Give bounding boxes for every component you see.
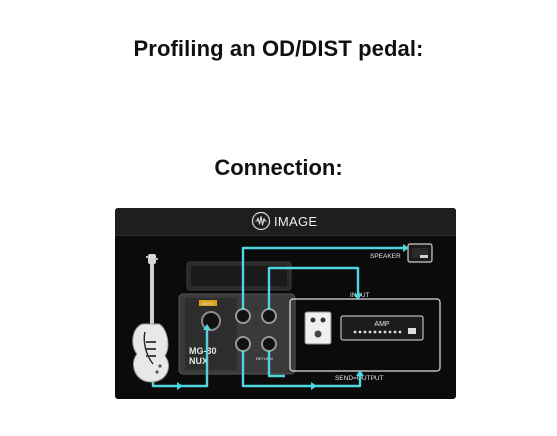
speaker-icon bbox=[407, 243, 433, 263]
amp-icon: AMP bbox=[340, 315, 424, 341]
cable-arrows bbox=[177, 244, 409, 390]
guitar-icon bbox=[132, 254, 169, 383]
image-panel-header: IMAGE bbox=[115, 208, 456, 236]
device-model-label: MG-30 bbox=[189, 346, 217, 356]
loop-box bbox=[289, 298, 441, 372]
connection-diagram: INPUT MG-30 NUX RETURN SPEAKER INPUT SEN… bbox=[132, 243, 441, 390]
amp-label: AMP bbox=[374, 321, 390, 328]
return-label: RETURN bbox=[256, 356, 273, 361]
device-brand-label: NUX bbox=[189, 356, 208, 366]
cable-lines bbox=[151, 246, 403, 388]
section-heading-connection: Connection: bbox=[214, 155, 343, 180]
image-panel: IMAGE bbox=[115, 208, 456, 399]
mg30-device: INPUT MG-30 NUX RETURN bbox=[178, 261, 296, 375]
pedal-icon bbox=[304, 311, 332, 345]
input-jack-label: INPUT bbox=[202, 301, 215, 306]
waveform-icon bbox=[251, 211, 271, 231]
page-title: Profiling an OD/DIST pedal: bbox=[133, 36, 424, 61]
image-panel-title: IMAGE bbox=[274, 214, 318, 229]
speaker-label: SPEAKER bbox=[370, 253, 401, 260]
